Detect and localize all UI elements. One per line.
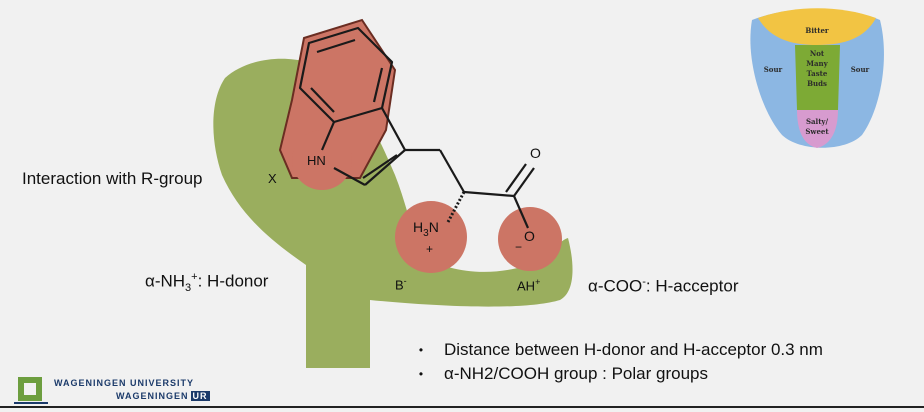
ah-superscript: + (535, 277, 541, 287)
h3n-h: H (413, 219, 424, 235)
tongue-tip-zone (797, 110, 838, 148)
x-site-label: X (268, 171, 277, 186)
nh3-superscript: + (191, 271, 198, 283)
ah-site-label: AH+ (517, 277, 540, 293)
nh3-prefix: α-NH (145, 271, 186, 291)
notes-bullet-list: • Distance between H-donor and H-accepto… (416, 338, 823, 386)
bullet-text-polar: α-NH2/COOH group : Polar groups (444, 364, 708, 383)
ah-letters: AH (517, 278, 536, 294)
coo-prefix: α-COO (588, 276, 643, 296)
hn-highlight-circle (292, 130, 352, 190)
nh3-suffix: : H-donor (197, 271, 269, 291)
carboxylate-highlight-circle (498, 207, 562, 271)
tongue-label-sour-right: Sour (851, 65, 870, 74)
tongue-map: Bitter Sour Sour Not Many Taste Buds Sal… (750, 8, 884, 148)
nh3-h-donor-label: α-NH3+: H-donor (145, 271, 268, 294)
tongue-label-sour-left: Sour (764, 65, 783, 74)
tongue-center-zone (795, 45, 840, 110)
h3n-label: H3N (413, 219, 439, 239)
bullet-text-distance: Distance between H-donor and H-acceptor … (444, 340, 823, 359)
hn-label: HN (307, 153, 326, 168)
bullet-item-distance: • Distance between H-donor and H-accepto… (416, 338, 823, 362)
tongue-label-buds: Buds (807, 79, 827, 88)
nh3-subscript: 3 (185, 282, 192, 295)
tongue-label-many: Many (806, 59, 828, 68)
tongue-label-salty: Salty/ (806, 117, 829, 126)
r-group-interaction-label: Interaction with R-group (22, 169, 203, 188)
b-site-label: B- (395, 276, 407, 292)
h3n-n: N (428, 219, 439, 235)
logo-university-name: WAGENINGEN UNIVERSITY (54, 378, 195, 388)
tongue-label-not: Not (810, 49, 825, 58)
carboxylate-minus-sign: − (515, 240, 523, 254)
h3n-subscript: 3 (423, 227, 429, 239)
carboxylate-oxygen-label: O (524, 228, 535, 244)
logo-wageningen: WAGENINGEN (116, 391, 189, 401)
coo-suffix: : H-acceptor (645, 276, 739, 296)
tongue-bitter-zone (758, 8, 876, 45)
b-superscript: - (403, 276, 407, 286)
logo-ur-badge: UR (190, 391, 210, 401)
b-letter: B (395, 277, 404, 293)
university-logo-mark (14, 377, 48, 404)
tongue-label-bitter: Bitter (805, 26, 828, 35)
ammonium-plus-sign: + (426, 242, 434, 256)
tryptophan-structure (298, 26, 535, 229)
coo-h-acceptor-label: α-COO-: H-acceptor (588, 276, 738, 297)
carbonyl-oxygen-label: O (530, 145, 541, 161)
coo-superscript: - (642, 276, 646, 288)
bullet-item-polar: • α-NH2/COOH group : Polar groups (416, 362, 823, 386)
bullet-marker: • (418, 367, 424, 381)
h3n-highlight-circle (395, 201, 467, 273)
tongue-label-sweet: Sweet (805, 127, 829, 136)
tongue-label-taste: Taste (807, 69, 828, 78)
bullet-marker: • (418, 343, 424, 357)
bottom-divider (0, 406, 924, 408)
